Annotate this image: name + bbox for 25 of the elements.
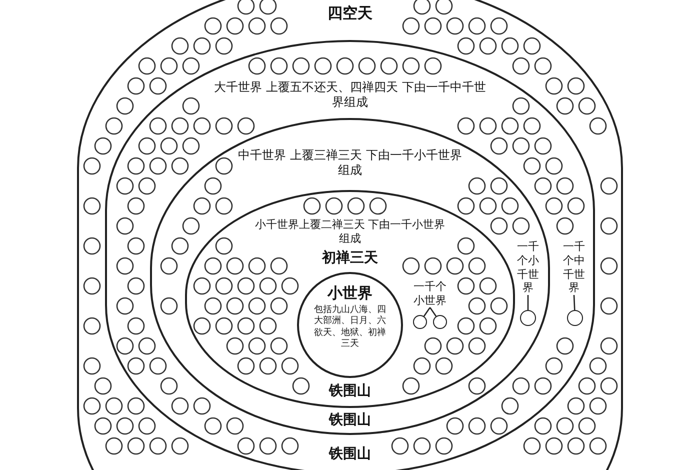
ring-band [105, 40, 595, 470]
ring-band [150, 118, 550, 435]
leader-text: 一千个中千世界 [562, 240, 586, 295]
mountain-label: 铁围山 [328, 412, 372, 430]
band-caption: 小千世界上覆二禅三天 下由一千小世界组成 [254, 218, 446, 246]
band-caption: 中千世界 上覆三禅三天 下由一千小千世界组成 [237, 148, 463, 178]
world-circle [297, 272, 403, 378]
world-circle [413, 315, 427, 329]
leader-text: 一千个小世界 [412, 280, 448, 308]
leader-text: 一千个小千世界 [516, 240, 540, 295]
band-caption: 大千世界 上覆五不还天、四禅四天 下由一千中千世界组成 [213, 80, 487, 110]
leader-line [423, 307, 431, 317]
leader-line [527, 295, 529, 310]
mountain-label: 铁围山 [328, 383, 372, 400]
description: 包括九山八海、四大部洲、日月、六欲天、地狱、初禅三天 [313, 305, 387, 350]
world-circle [520, 310, 536, 326]
ring-band [185, 190, 515, 408]
leader-line [573, 294, 576, 310]
heading: 四空天 [326, 4, 374, 23]
world-circle [567, 310, 583, 326]
heading: 小世界 [326, 284, 374, 303]
world-circle [433, 315, 447, 329]
heading: 初禅三天 [320, 250, 379, 268]
leader-line [429, 307, 437, 317]
mountain-label: 铁围山 [328, 446, 372, 464]
